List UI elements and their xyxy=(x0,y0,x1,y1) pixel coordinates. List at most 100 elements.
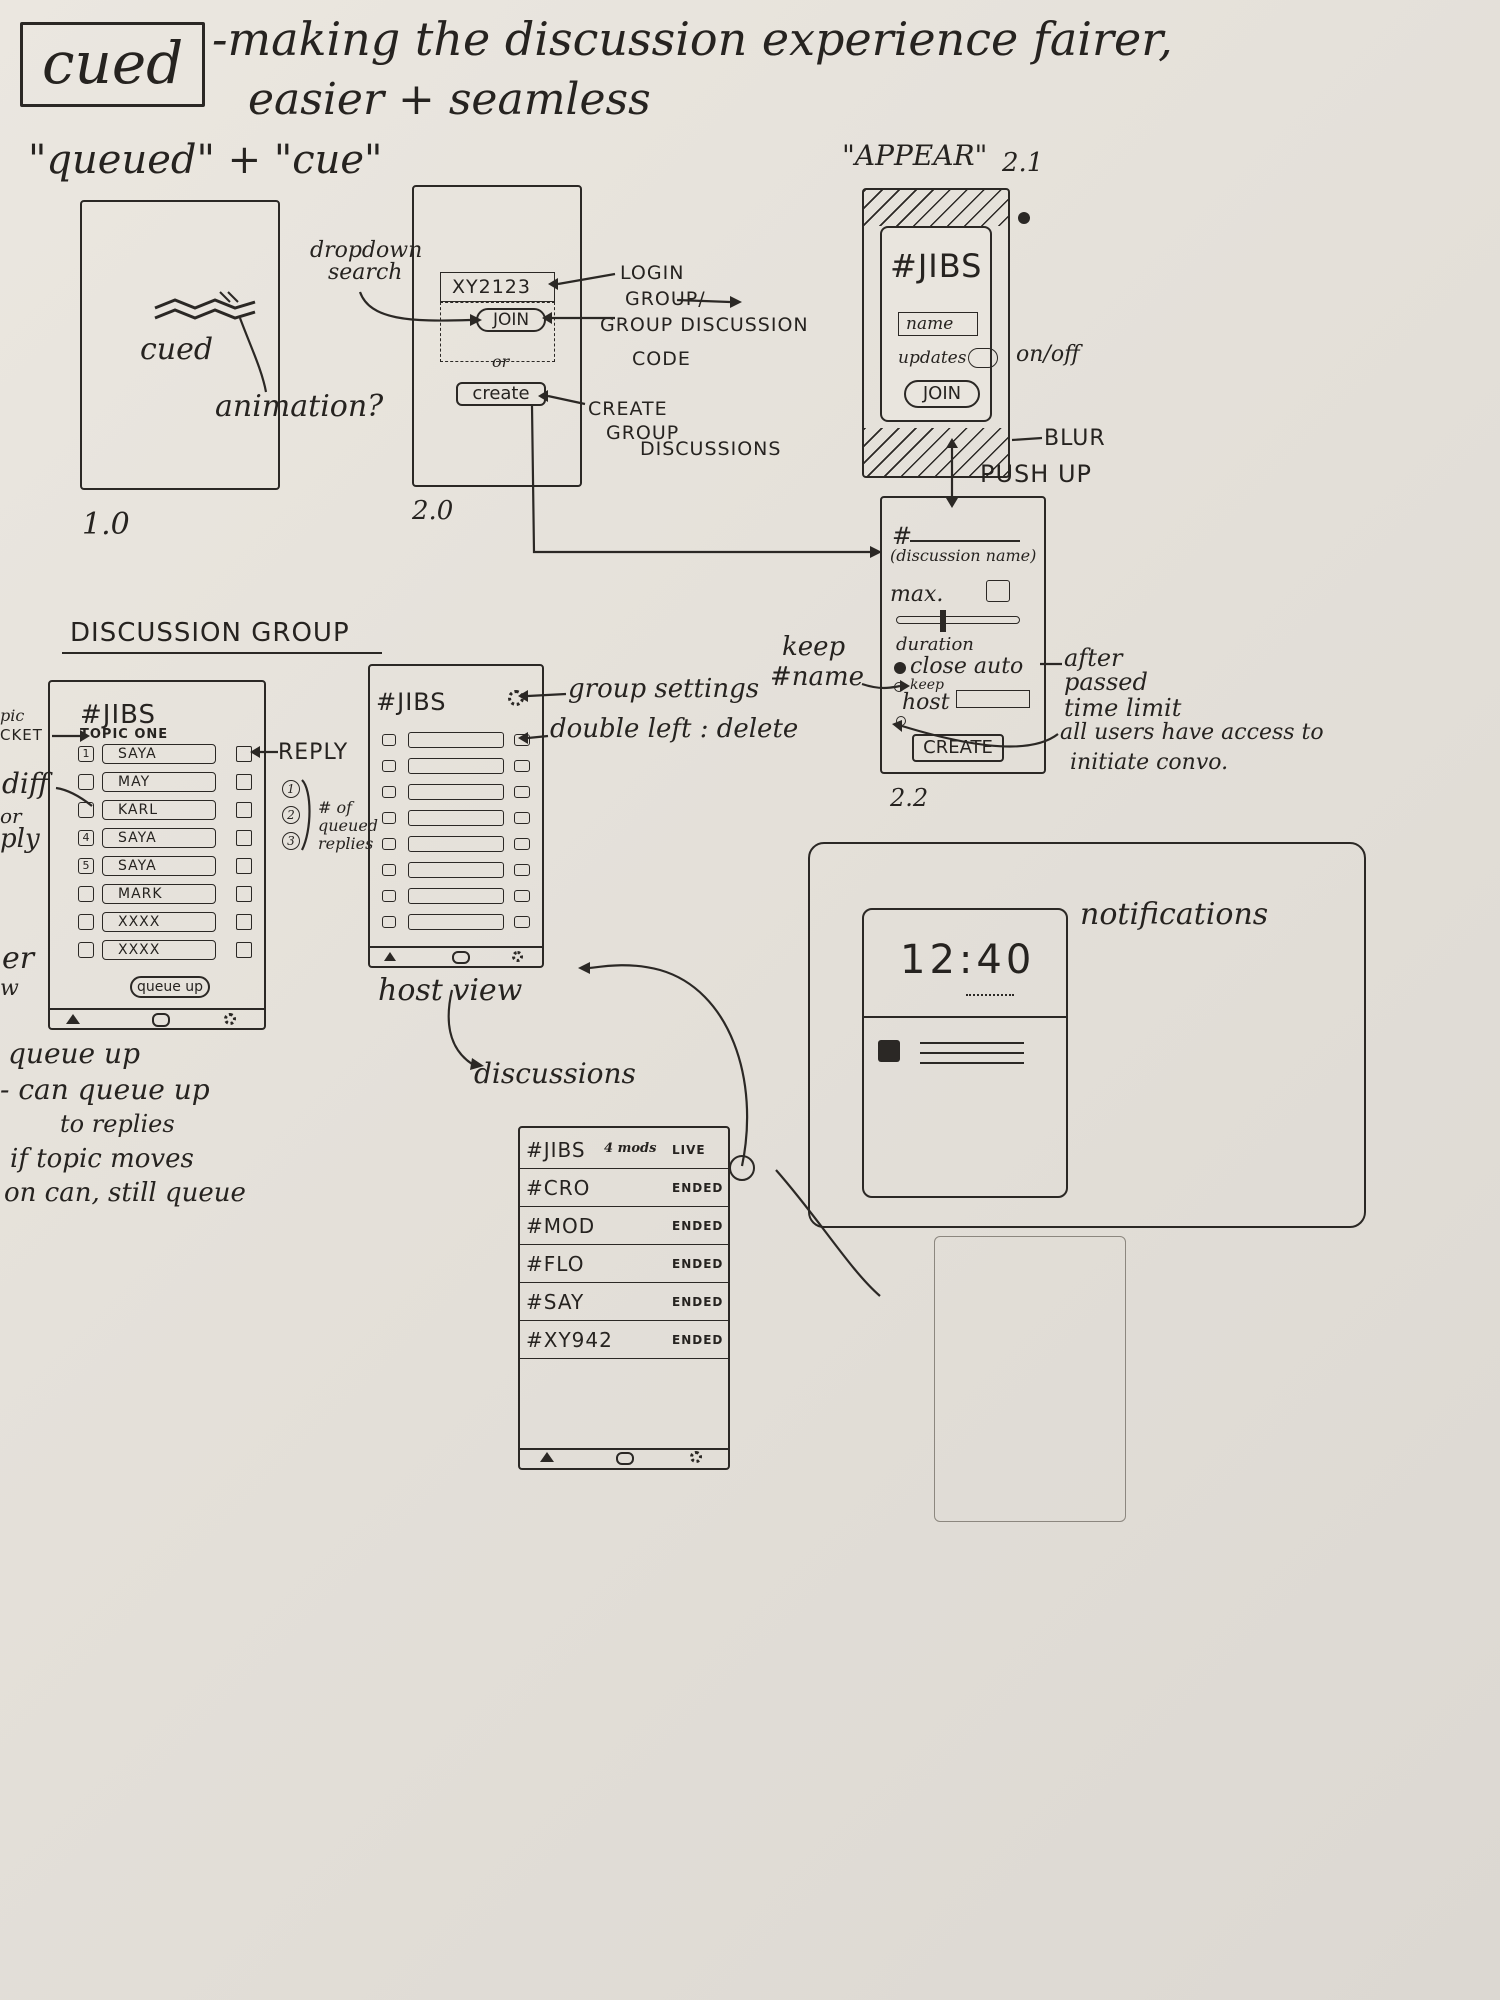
max-checkbox[interactable] xyxy=(986,580,1010,602)
queue-row[interactable] xyxy=(102,772,216,792)
queue-row-name: SAYA xyxy=(118,746,157,762)
host-row-delete[interactable] xyxy=(514,786,530,798)
duration-slider[interactable] xyxy=(896,616,1020,624)
group-settings-note: group settings xyxy=(568,674,760,704)
margin-er-note: er xyxy=(2,941,35,976)
discussion-screen xyxy=(48,680,266,1030)
host-label: host xyxy=(902,690,950,715)
section-title-underline xyxy=(62,652,382,654)
etymology-note: "queued" + "cue" xyxy=(28,137,383,183)
discussion-list-divider xyxy=(520,1168,728,1169)
modal-join-button[interactable]: JOIN xyxy=(904,380,980,408)
host-row[interactable] xyxy=(408,784,504,800)
host-row-handle[interactable] xyxy=(382,734,396,746)
chat-tab-icon[interactable] xyxy=(152,1013,170,1027)
list-tabbar xyxy=(520,1448,728,1450)
host-row[interactable] xyxy=(408,888,504,904)
name-input[interactable] xyxy=(898,312,978,336)
discussion-name-input[interactable] xyxy=(910,540,1020,542)
join-button[interactable]: JOIN xyxy=(476,308,546,332)
host-row[interactable] xyxy=(408,836,504,852)
animation-arrow-icon xyxy=(154,291,256,320)
host-row[interactable] xyxy=(408,862,504,878)
host-row-handle[interactable] xyxy=(382,812,396,824)
host-row-delete[interactable] xyxy=(514,838,530,850)
host-home-tab-icon[interactable] xyxy=(384,952,396,961)
create-discussion-button[interactable]: CREATE xyxy=(912,734,1004,762)
queue-up-note-line2: - can queue up xyxy=(0,1073,210,1106)
queue-row[interactable] xyxy=(102,940,216,960)
blur-note: BLUR xyxy=(1044,426,1106,451)
settings-tab-icon[interactable] xyxy=(224,1013,236,1025)
reply-icon[interactable] xyxy=(236,886,252,902)
list-settings-tab-icon[interactable] xyxy=(690,1451,702,1463)
host-row[interactable] xyxy=(408,758,504,774)
host-row-handle[interactable] xyxy=(382,786,396,798)
reply-icon[interactable] xyxy=(236,942,252,958)
discussion-list-name[interactable]: #MOD xyxy=(526,1214,596,1238)
create-button[interactable]: create xyxy=(456,382,546,406)
queue-row[interactable] xyxy=(102,884,216,904)
queued-circle-1: 1 xyxy=(282,780,300,798)
reply-icon[interactable] xyxy=(236,746,252,762)
host-chat-tab-icon[interactable] xyxy=(452,951,470,964)
host-row[interactable] xyxy=(408,810,504,826)
host-input[interactable] xyxy=(956,690,1030,708)
queue-row[interactable] xyxy=(102,856,216,876)
screen-2-2-number: 2.2 xyxy=(890,784,929,812)
host-row-handle[interactable] xyxy=(382,916,396,928)
reply-icon[interactable] xyxy=(236,858,252,874)
host-settings-tab-icon[interactable] xyxy=(512,951,523,962)
host-row-handle[interactable] xyxy=(382,864,396,876)
queue-up-button[interactable]: queue up xyxy=(130,976,210,998)
push-up-note: PUSH UP xyxy=(980,460,1092,488)
host-row[interactable] xyxy=(408,732,504,748)
code-input-value: XY2123 xyxy=(452,276,531,298)
host-row-handle[interactable] xyxy=(382,760,396,772)
notification-app-icon[interactable] xyxy=(878,1040,900,1062)
list-home-tab-icon[interactable] xyxy=(540,1452,554,1462)
updates-toggle[interactable] xyxy=(968,348,998,368)
access-radio[interactable] xyxy=(896,716,906,726)
after-note-line3: time limit xyxy=(1064,694,1182,722)
lock-screen xyxy=(862,908,1068,1198)
host-row-delete[interactable] xyxy=(514,734,530,746)
list-chat-tab-icon[interactable] xyxy=(616,1452,634,1465)
queue-row[interactable] xyxy=(102,800,216,820)
queue-up-note-line3: to replies xyxy=(60,1110,175,1138)
queued-circle-2: 2 xyxy=(282,806,300,824)
discussion-list-name[interactable]: #SAY xyxy=(526,1290,585,1314)
host-row-delete[interactable] xyxy=(514,890,530,902)
discussion-list-name[interactable]: #XY942 xyxy=(526,1328,613,1352)
host-row-handle[interactable] xyxy=(382,890,396,902)
group-settings-icon[interactable] xyxy=(508,690,524,706)
close-icon[interactable] xyxy=(1018,212,1030,224)
reply-icon[interactable] xyxy=(236,774,252,790)
screen-2-2 xyxy=(880,496,1046,774)
host-row-handle[interactable] xyxy=(382,838,396,850)
host-row-delete[interactable] xyxy=(514,864,530,876)
queue-row[interactable] xyxy=(102,744,216,764)
home-tab-icon[interactable] xyxy=(66,1014,80,1024)
host-row[interactable] xyxy=(408,914,504,930)
reply-icon[interactable] xyxy=(236,830,252,846)
queue-row[interactable] xyxy=(102,828,216,848)
host-row-delete[interactable] xyxy=(514,916,530,928)
queue-row[interactable] xyxy=(102,912,216,932)
queue-up-note-line4: if topic moves xyxy=(10,1144,194,1174)
reply-icon[interactable] xyxy=(236,914,252,930)
margin-er-note-line2: w xyxy=(0,976,19,1001)
discussion-list-meta: 4 mods xyxy=(604,1141,657,1156)
reply-icon[interactable] xyxy=(236,802,252,818)
host-row-delete[interactable] xyxy=(514,760,530,772)
host-row-delete[interactable] xyxy=(514,812,530,824)
discussion-hash: # xyxy=(892,522,914,550)
queued-replies-note-line3: replies xyxy=(318,834,374,853)
discussion-list-name[interactable]: #FLO xyxy=(526,1252,585,1276)
name-input-placeholder: name xyxy=(906,314,954,334)
discussion-list-name[interactable]: #JIBS xyxy=(526,1138,586,1162)
close-auto-radio[interactable] xyxy=(894,662,906,674)
discussion-list-name[interactable]: #CRO xyxy=(526,1176,591,1200)
duration-slider-knob[interactable] xyxy=(940,610,946,632)
tagline: -making the discussion experience fairer… xyxy=(212,12,1173,66)
